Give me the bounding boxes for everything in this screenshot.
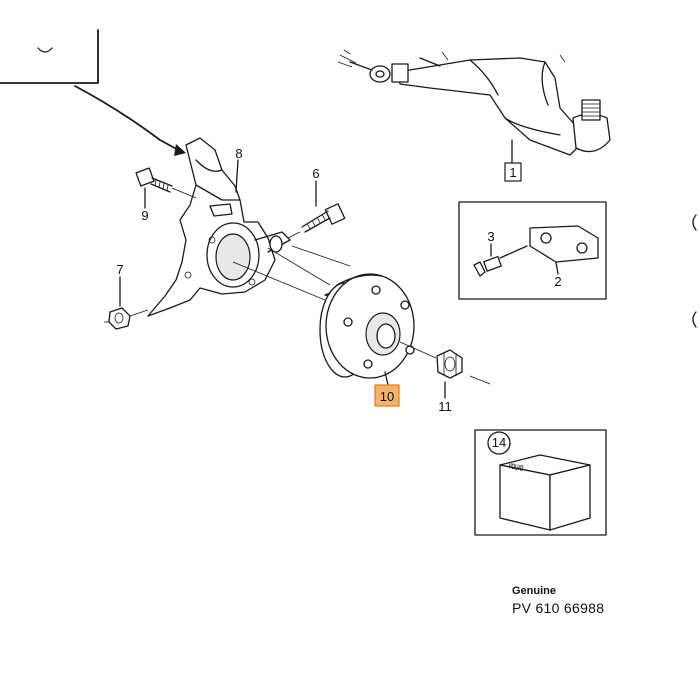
bolt-9 [135,167,173,193]
part-1-label-box [504,162,522,182]
nut-7 [104,307,131,330]
inset-box-parts-2-3 [458,201,607,300]
box-brand-text: VOLVO [507,462,524,474]
label-part-10[interactable]: 10 [380,389,394,404]
bolt-6 [301,203,346,233]
label-part-8[interactable]: 8 [235,146,242,161]
label-part-2[interactable]: 2 [554,274,561,289]
hub-bearing [319,273,415,386]
genuine-label: Genuine [512,585,557,597]
nut-11 [436,349,463,399]
label-part-6[interactable]: 6 [312,166,319,181]
steering-knuckle [147,137,291,317]
label-part-7[interactable]: 7 [116,262,123,277]
label-part-9[interactable]: 9 [141,208,148,223]
part-labels: 1 2 3 6 7 8 9 10 11 14 [116,146,561,450]
label-part-3[interactable]: 3 [487,229,494,244]
inset-box-part-14: VOLVO [474,429,607,536]
label-part-14[interactable]: 14 [492,435,506,450]
cropped-box-top-left [0,29,186,156]
assembly-lines [129,187,491,385]
control-arm [337,49,611,163]
label-part-1[interactable]: 1 [509,165,516,180]
edge-marks [692,214,697,328]
label-part-11[interactable]: 11 [438,399,452,414]
part-10-highlight [374,384,400,407]
part-code: PV 610 66988 [512,600,605,616]
leader-lines [119,159,317,307]
